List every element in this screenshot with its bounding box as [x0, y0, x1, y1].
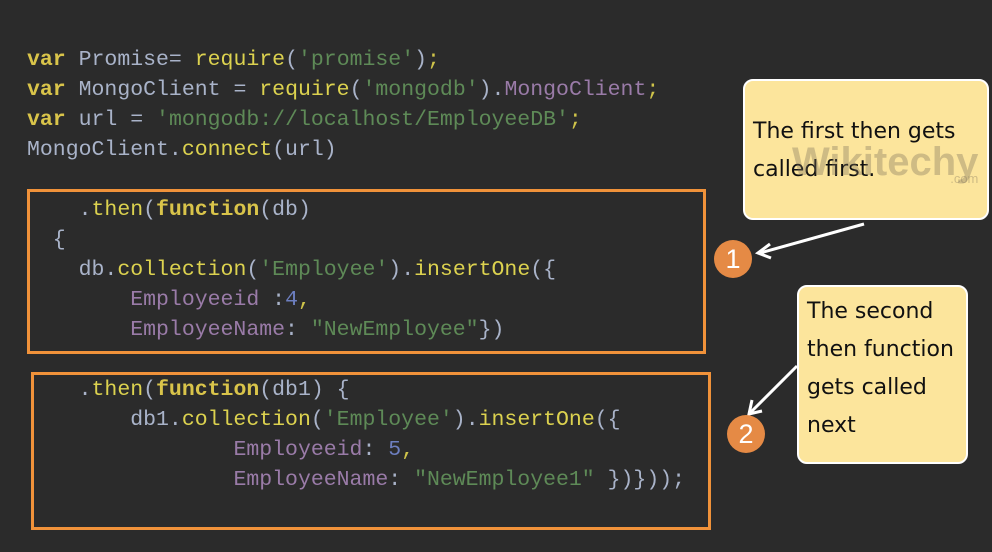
step-badge-1: 1	[714, 240, 752, 278]
code-line: var MongoClient = require('mongodb').Mon…	[27, 75, 685, 105]
code-token: ;	[568, 108, 582, 132]
code-line: .then(function(db1) {	[27, 375, 685, 405]
code-line: Employeeid :4,	[27, 285, 685, 315]
code-line: var url = 'mongodb://localhost/EmployeeD…	[27, 105, 685, 135]
code-line: db1.collection('Employee').insertOne({	[27, 405, 685, 435]
code-token: {	[27, 228, 66, 252]
code-token: })	[478, 318, 505, 342]
code-token: insertOne	[478, 408, 595, 432]
code-token: (	[285, 48, 298, 72]
code-token: (db1) {	[259, 378, 350, 402]
code-token: .	[27, 378, 92, 402]
arrow-to-badge-1	[754, 222, 865, 260]
code-line: db.collection('Employee').insertOne({	[27, 255, 685, 285]
code-token: ({	[530, 258, 557, 282]
code-token: ).	[452, 408, 479, 432]
code-token: Employeeid	[130, 288, 260, 312]
code-line: EmployeeName: "NewEmployee"})	[27, 315, 685, 345]
code-token: (	[349, 78, 363, 102]
code-token: EmployeeName	[233, 468, 389, 492]
code-token: 4	[285, 288, 298, 312]
code-token: MongoClient	[504, 78, 647, 102]
code-token: (	[143, 378, 157, 402]
first-then-highlight-box	[27, 189, 706, 354]
second-then-highlight-box	[31, 372, 711, 530]
code-token: ,	[401, 438, 415, 462]
code-token: (db)	[259, 198, 311, 222]
code-token: 'promise'	[297, 48, 415, 72]
code-line: MongoClient.connect(url)	[27, 135, 685, 165]
code-line: Employeeid: 5,	[27, 435, 685, 465]
code-token: db1.	[27, 408, 182, 432]
code-token: MongoClient.	[27, 138, 182, 162]
code-token: Promise=	[65, 48, 195, 72]
code-token: 5	[388, 438, 402, 462]
code-token: then	[91, 378, 144, 402]
code-token: 'Employee'	[259, 258, 389, 282]
code-token: ({	[594, 408, 621, 432]
code-token: (	[246, 258, 260, 282]
code-token: (	[310, 408, 324, 432]
code-token: url =	[65, 108, 157, 132]
code-token: EmployeeName	[130, 318, 286, 342]
code-token: :	[362, 438, 389, 462]
code-token: "NewEmployee1"	[414, 468, 595, 492]
code-token: :	[388, 468, 415, 492]
code-editor: var Promise= require('promise');var Mong…	[27, 45, 685, 495]
code-token: require	[259, 78, 350, 102]
code-token: insertOne	[414, 258, 531, 282]
code-token: :	[259, 288, 286, 312]
wikitechy-watermark-logo: Wikitechy.com	[792, 140, 979, 186]
step-badge-2: 2	[727, 415, 765, 453]
code-line: {	[27, 225, 685, 255]
note-second-then: The second then function gets called nex…	[797, 285, 968, 464]
code-token: (url)	[272, 138, 337, 162]
code-token: var	[27, 108, 66, 132]
code-token: 'mongodb://localhost/EmployeeDB'	[156, 108, 569, 132]
code-token: connect	[181, 138, 273, 162]
code-token: :	[285, 318, 311, 342]
code-token: 'mongodb'	[362, 78, 479, 102]
code-token: collection	[181, 408, 311, 432]
code-line: .then(function(db)	[27, 195, 685, 225]
code-token: .	[27, 198, 92, 222]
code-token: function	[156, 378, 260, 402]
code-line: EmployeeName: "NewEmployee1" })}));	[27, 465, 685, 495]
code-token: )	[414, 48, 428, 72]
note-second-text: The second then function gets called nex…	[807, 299, 954, 438]
code-token: ).	[478, 78, 505, 102]
code-token: collection	[117, 258, 247, 282]
code-token: (	[143, 198, 157, 222]
code-token: ;	[646, 78, 660, 102]
code-token: then	[91, 198, 144, 222]
code-token: MongoClient =	[65, 78, 260, 102]
note-first-then: The first then gets called first.	[743, 79, 989, 220]
code-token: require	[194, 48, 286, 72]
code-token: "NewEmployee"	[310, 318, 479, 342]
code-token: function	[156, 198, 260, 222]
code-token: var	[27, 78, 66, 102]
code-token: Employeeid	[233, 438, 363, 462]
code-token: var	[27, 48, 66, 72]
code-token: 'Employee'	[323, 408, 453, 432]
code-token: ).	[388, 258, 415, 282]
code-token: ,	[297, 288, 311, 312]
note-first-text: The first then gets called first.	[753, 119, 956, 182]
code-token: ;	[427, 48, 440, 72]
arrow-to-badge-2	[747, 364, 799, 416]
code-token: })}));	[594, 468, 686, 492]
code-line: var Promise= require('promise');	[27, 45, 685, 75]
code-token: db.	[27, 258, 118, 282]
